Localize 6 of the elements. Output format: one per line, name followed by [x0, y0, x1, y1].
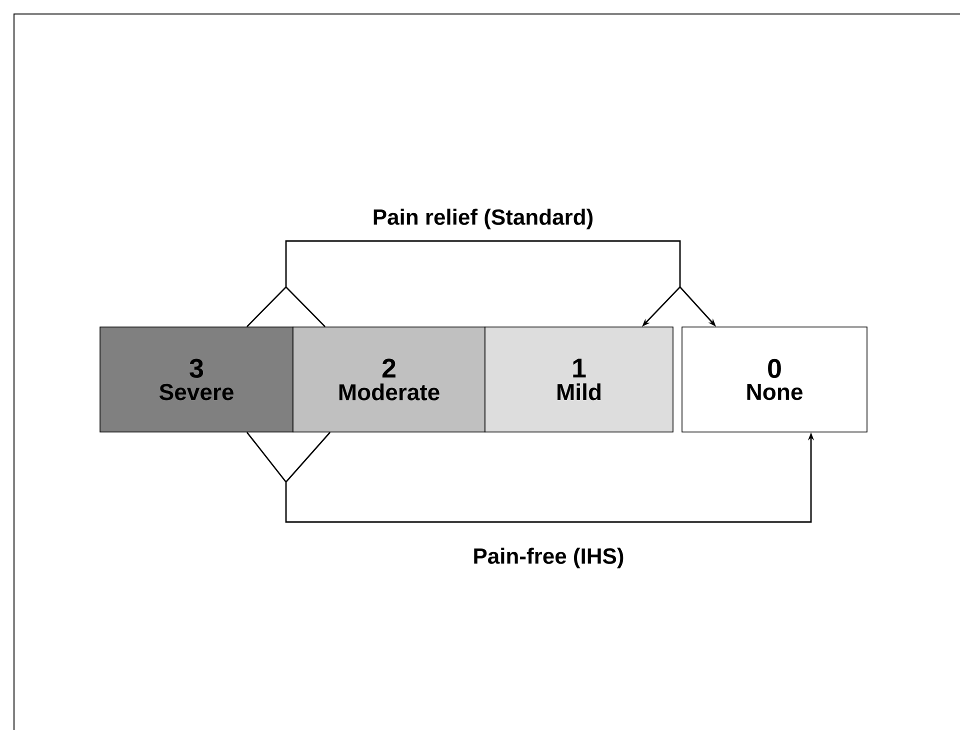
scale-box: 3 Severe	[100, 326, 294, 432]
edge-label: Pain-free (IHS)	[470, 546, 626, 570]
scale-box: 2 Moderate	[292, 326, 486, 432]
scale-box: 1 Mild	[484, 326, 674, 432]
scale-box: 0 None	[682, 326, 868, 432]
edge-label: Pain relief (Standard)	[370, 206, 596, 232]
